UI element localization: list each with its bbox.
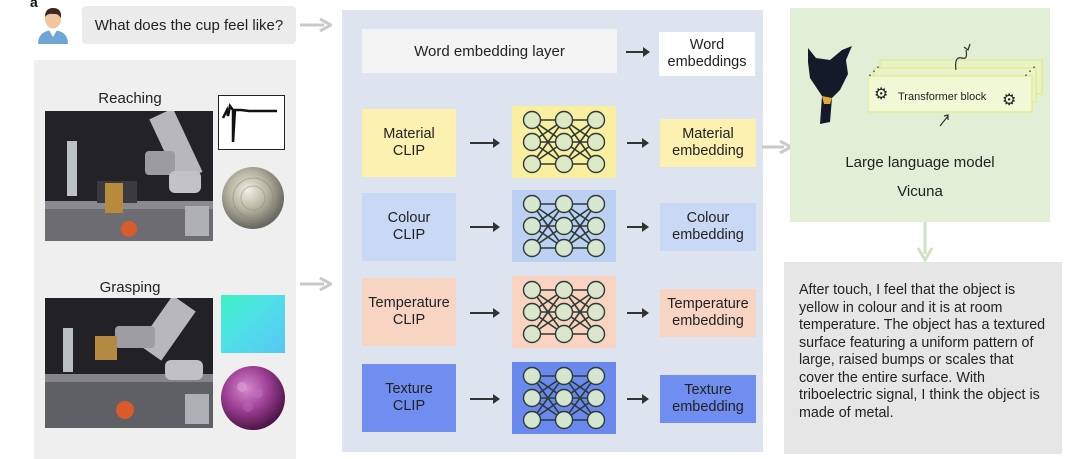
metal-sphere-image <box>221 166 285 230</box>
network-node <box>586 410 606 430</box>
colour-embedding: Colour embedding <box>660 203 756 251</box>
llm-name: Vicuna <box>897 183 943 200</box>
llm-panel <box>790 8 1050 222</box>
grasping-photo <box>45 298 213 428</box>
vicuna-logo-icon <box>802 44 858 126</box>
gear-icon: ⚙ <box>874 86 889 103</box>
network-node <box>522 194 542 214</box>
network-node <box>554 154 574 174</box>
temperature-network-icon <box>512 276 616 348</box>
network-node <box>522 238 542 258</box>
network-node <box>554 410 574 430</box>
loop-arrow-icon <box>952 40 982 74</box>
material-clip-encoder: Material CLIP <box>362 109 456 177</box>
network-node <box>586 154 606 174</box>
network-node <box>522 410 542 430</box>
temperature-arrow-1 <box>470 308 500 318</box>
colour-arrow-1 <box>470 222 500 232</box>
input-arrow-icon <box>938 112 952 128</box>
network-node <box>522 216 542 236</box>
temperature-embedding: Temperature embedding <box>660 289 756 337</box>
texture-network-icon <box>512 362 616 434</box>
network-node <box>522 154 542 174</box>
network-node <box>586 132 606 152</box>
network-node <box>522 324 542 344</box>
robot-to-encoder-arrow <box>300 276 335 292</box>
network-node <box>522 110 542 130</box>
network-node <box>554 302 574 322</box>
network-node <box>586 366 606 386</box>
network-node <box>522 132 542 152</box>
network-node <box>522 280 542 300</box>
transformer-dots-icon: ⋰ <box>868 64 880 78</box>
texture-arrow-1 <box>470 394 500 404</box>
material-embedding: Material embedding <box>660 119 756 167</box>
network-node <box>586 110 606 130</box>
network-node <box>522 388 542 408</box>
network-node <box>554 388 574 408</box>
network-node <box>586 238 606 258</box>
material-network-icon <box>512 106 616 178</box>
reaching-label: Reaching <box>98 90 162 107</box>
transformer-dots-right-icon: ⋰ <box>1024 64 1036 78</box>
network-node <box>554 194 574 214</box>
network-node <box>554 280 574 300</box>
material-arrow-1 <box>470 138 500 148</box>
network-node <box>586 388 606 408</box>
network-node <box>586 324 606 344</box>
grasping-label: Grasping <box>99 279 161 296</box>
network-node <box>522 302 542 322</box>
network-node <box>554 238 574 258</box>
network-node <box>554 132 574 152</box>
network-node <box>586 194 606 214</box>
network-node <box>586 216 606 236</box>
material-arrow-2 <box>627 138 649 148</box>
colour-clip-encoder: Colour CLIP <box>362 193 456 261</box>
network-node <box>586 280 606 300</box>
user-avatar-icon <box>36 4 70 44</box>
gear-icon-right: ⚙ <box>1002 92 1017 109</box>
embedding-to-llm-arrow <box>762 139 795 155</box>
texture-clip-encoder: Texture CLIP <box>362 364 456 432</box>
colour-map-image <box>221 295 285 353</box>
word-arrow <box>626 47 650 57</box>
reaching-photo <box>45 111 213 241</box>
texture-arrow-2 <box>627 394 649 404</box>
reaching-signal-plot <box>218 95 285 150</box>
word-embeddings-output: Word embeddings <box>659 32 755 76</box>
panel-label: a <box>30 0 38 10</box>
transformer-block-label: Transformer block <box>898 91 987 103</box>
word-embedding-layer: Word embedding layer <box>362 29 617 73</box>
texture-sphere-image <box>220 365 286 431</box>
network-node <box>554 324 574 344</box>
network-node <box>554 366 574 386</box>
colour-network-icon <box>512 190 616 262</box>
colour-arrow-2 <box>627 222 649 232</box>
texture-embedding: Texture embedding <box>660 375 756 423</box>
question-arrow <box>300 17 335 33</box>
network-node <box>554 110 574 130</box>
question-bubble: What does the cup feel like? <box>82 6 296 44</box>
temperature-clip-encoder: Temperature CLIP <box>362 278 456 346</box>
llm-to-answer-arrow <box>916 222 934 263</box>
transformer-stack <box>867 58 1048 118</box>
temperature-arrow-2 <box>627 308 649 318</box>
network-node <box>522 366 542 386</box>
llm-title: Large language model <box>845 154 995 171</box>
answer-text: After touch, I feel that the object is y… <box>784 262 1062 454</box>
network-node <box>554 216 574 236</box>
network-node <box>586 302 606 322</box>
